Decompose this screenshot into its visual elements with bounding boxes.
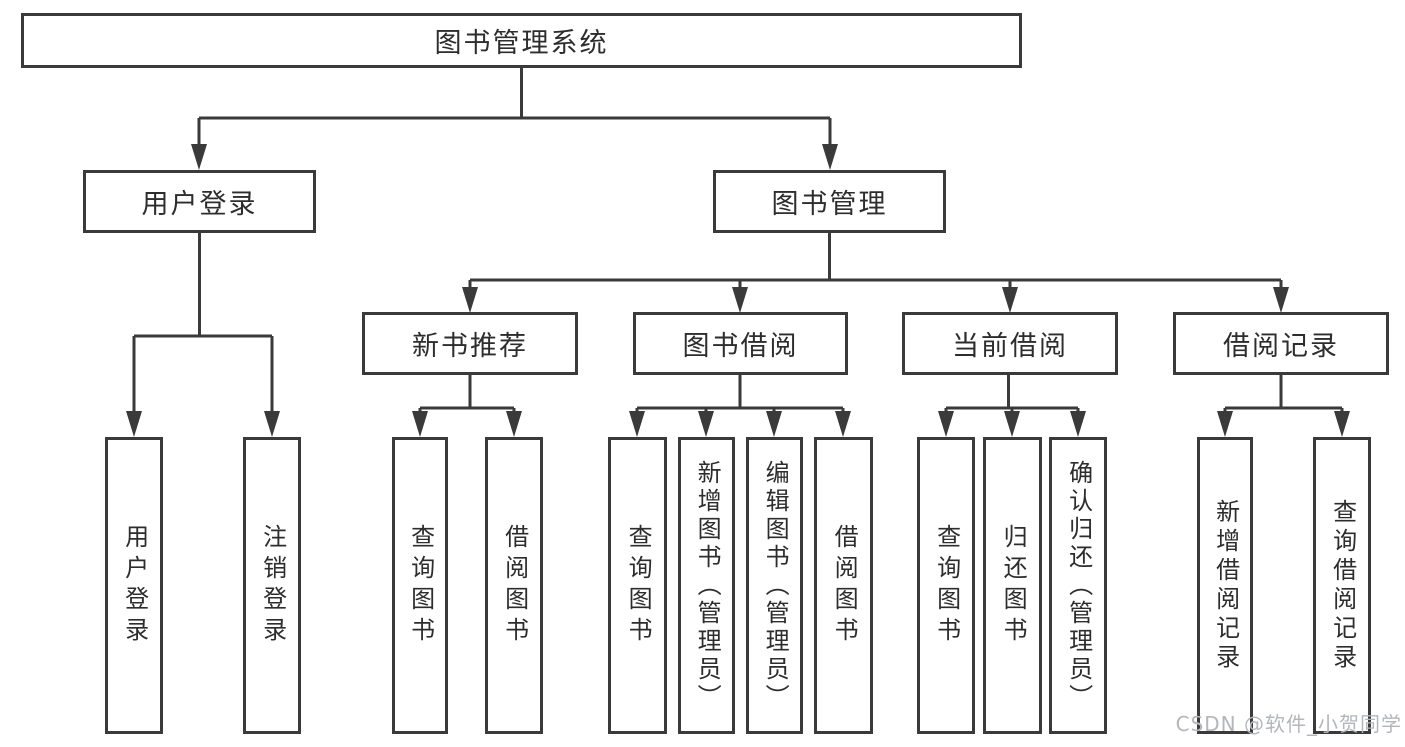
node-borrow-record: 借阅记录	[1173, 312, 1389, 375]
leaf-query-borrow-record: 查询借阅记录	[1313, 437, 1371, 734]
leaf-user-login: 用户登录	[105, 437, 163, 734]
node-current-borrow: 当前借阅	[902, 312, 1118, 375]
arrowheads	[126, 144, 1350, 437]
leaf-confirm-return-admin: 确认归还（管理员）	[1049, 437, 1107, 734]
leaf-borrow-books-recommend: 借阅图书	[485, 437, 543, 734]
leaf-return-books: 归还图书	[983, 437, 1042, 734]
leaf-borrow-books: 借阅图书	[814, 437, 873, 734]
node-new-book-recommend: 新书推荐	[362, 312, 578, 375]
node-root: 图书管理系统	[21, 13, 1022, 68]
leaf-query-books-borrow: 查询图书	[608, 437, 667, 734]
leaf-add-borrow-record: 新增借阅记录	[1197, 437, 1253, 734]
node-book-borrow: 图书借阅	[633, 312, 848, 375]
leaf-edit-books-admin: 编辑图书（管理员）	[746, 437, 803, 734]
leaf-add-books-admin: 新增图书（管理员）	[678, 437, 735, 734]
node-book-management: 图书管理	[713, 170, 946, 233]
node-user-login: 用户登录	[83, 170, 316, 233]
leaf-logout: 注销登录	[243, 437, 301, 734]
leaf-query-books-current: 查询图书	[917, 437, 975, 734]
leaf-query-books-recommend: 查询图书	[392, 437, 448, 734]
csdn-watermark: CSDN @软件_小贺同学	[1175, 712, 1402, 736]
